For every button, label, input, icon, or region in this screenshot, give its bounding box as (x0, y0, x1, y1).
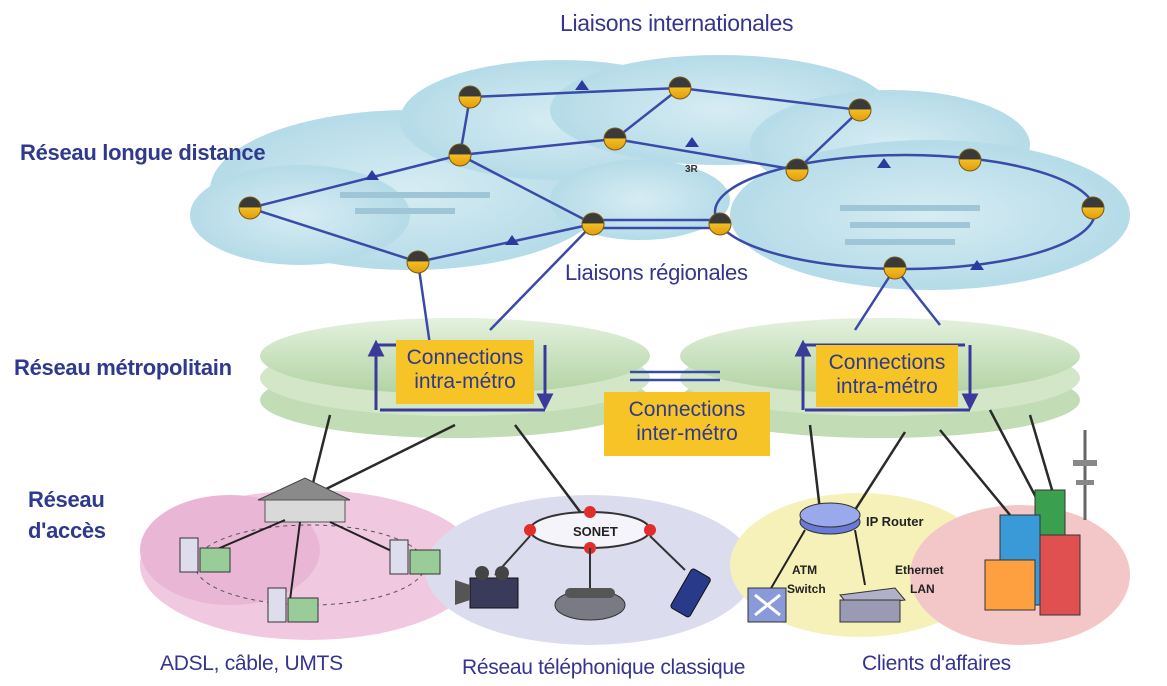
intra-metro-box-left: Connections intra-métro (396, 340, 534, 404)
long-distance-cloud (190, 55, 1130, 290)
box-line: Connections (406, 346, 524, 369)
node (406, 250, 430, 274)
cloud-texture (850, 222, 970, 228)
sonet-label: SONET (573, 524, 618, 539)
node (581, 212, 605, 236)
node (238, 196, 262, 220)
node (458, 85, 482, 109)
international-links-label: Liaisons internationales (560, 10, 794, 36)
lan-label: LAN (910, 582, 935, 596)
cloud-texture (840, 205, 980, 211)
3r-label: 3R (685, 164, 699, 175)
telephone-network-label: Réseau téléphonique classique (462, 656, 746, 679)
node (848, 98, 872, 122)
metro-frame-right (794, 339, 979, 412)
node (785, 158, 809, 182)
node (448, 143, 472, 167)
box-line: Connections (828, 351, 946, 374)
mobile-phone-icon (670, 568, 711, 618)
node (883, 256, 907, 280)
backbone-nodes (238, 76, 1105, 280)
node (958, 148, 982, 172)
cloud-texture (340, 192, 490, 198)
node (708, 212, 732, 236)
business-clients-label: Clients d'affaires (862, 652, 1011, 675)
inter-metro-box: Connections inter-métro (604, 392, 770, 456)
switch-label: Switch (787, 582, 826, 596)
node (603, 127, 627, 151)
cloud-texture (355, 208, 455, 214)
regional-links-label: Liaisons régionales (565, 260, 748, 285)
box-line: Connections (628, 398, 746, 421)
long-distance-network-label: Réseau longue distance (20, 140, 266, 165)
access-network-label-line1: Réseau (28, 487, 105, 512)
atm-label: ATM (792, 563, 817, 577)
ip-router-label: IP Router (866, 514, 924, 529)
access-network-label-line2: d'accès (28, 518, 106, 543)
box-line: intra-métro (414, 370, 516, 393)
modem-icon (267, 587, 319, 623)
telephone-icon (554, 588, 626, 621)
node (668, 76, 692, 100)
modem-icon (179, 537, 231, 573)
ethernet-switch-icon (839, 587, 906, 623)
modem-icon (389, 539, 441, 575)
box-line: inter-métro (636, 422, 738, 445)
buildings-icon (984, 430, 1097, 616)
node (1081, 196, 1105, 220)
box-line: intra-métro (836, 375, 938, 398)
metro-network-label: Réseau métropolitain (14, 355, 232, 380)
intra-metro-box-right: Connections intra-métro (816, 345, 958, 407)
atm-switch-icon (747, 587, 787, 623)
ethernet-label: Ethernet (895, 563, 944, 577)
adsl-label: ADSL, câble, UMTS (160, 652, 343, 675)
camera-icon (455, 566, 519, 609)
cloud-texture (845, 239, 955, 245)
link-arrows (365, 80, 984, 270)
house-icon (257, 477, 351, 523)
ip-router-icon (799, 502, 861, 535)
sonet-ring (524, 506, 656, 554)
